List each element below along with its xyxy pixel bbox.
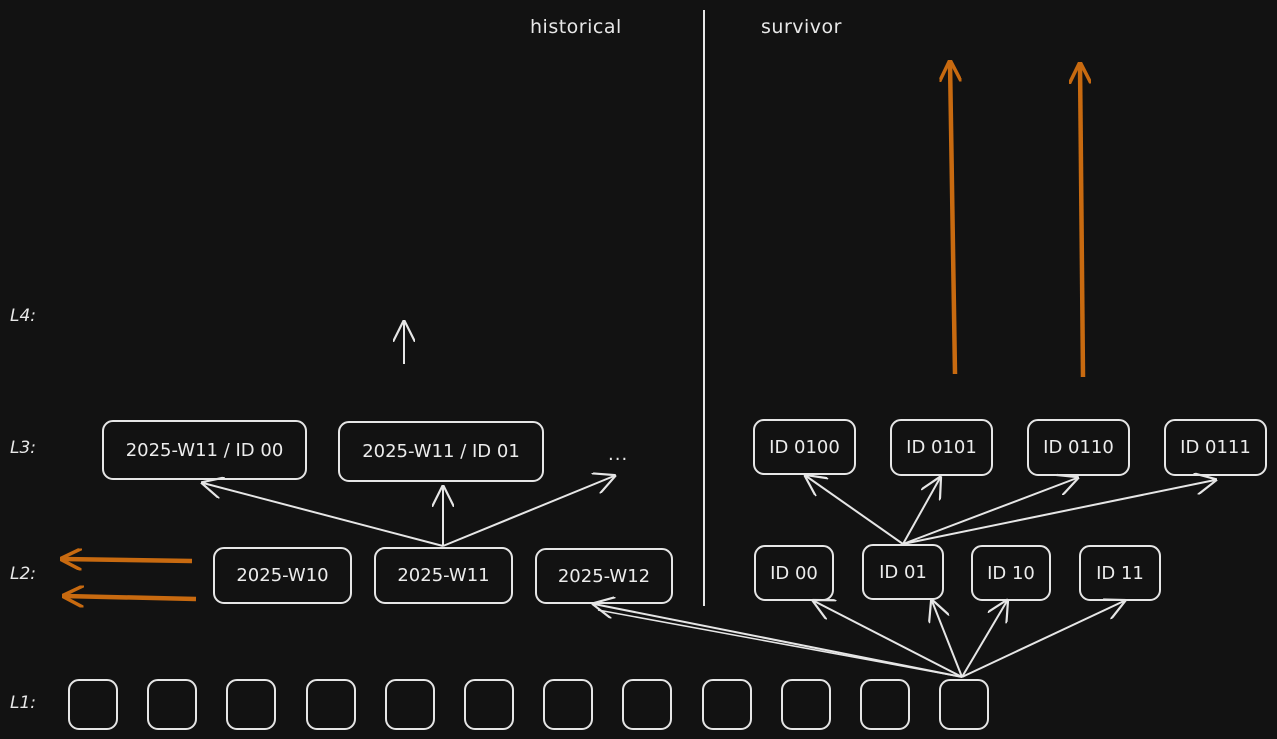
l1-node	[464, 679, 514, 730]
hist-l3-node-w11-id01: 2025-W11 / ID 01	[338, 421, 544, 482]
l1-node	[68, 679, 118, 730]
l1-node	[543, 679, 593, 730]
level-label-l1: L1:	[10, 693, 37, 713]
surv-l3-node-0101: ID 0101	[890, 419, 993, 476]
l1-node	[781, 679, 831, 730]
surv-l3-node-0100: ID 0100	[753, 419, 856, 475]
level-label-l3: L3:	[10, 438, 37, 458]
l1-node	[226, 679, 276, 730]
surv-l2-node-id01: ID 01	[862, 544, 944, 600]
l1-node	[860, 679, 910, 730]
l1-edge-to-id11	[961, 601, 1124, 678]
l1-edge-to-w12-b	[597, 609, 963, 678]
surv-edge-id01-to-0101	[902, 478, 940, 545]
surv-l2-node-id10: ID 10	[971, 545, 1051, 601]
hist-l3-more-ellipsis: ...	[608, 444, 629, 465]
surv-edge-id01-to-0111	[902, 480, 1215, 545]
l1-node	[939, 679, 989, 730]
surv-l3-node-0110: ID 0110	[1027, 419, 1130, 476]
section-label-survivor: survivor	[761, 16, 842, 38]
surv-l3-node-0111: ID 0111	[1164, 419, 1267, 476]
l1-edge-to-id01	[932, 601, 963, 678]
l1-edge-to-w12	[594, 604, 963, 678]
l1-node	[702, 679, 752, 730]
hist-l3-node-w11-id00: 2025-W11 / ID 00	[102, 420, 307, 480]
hist-edge-w11-to-more	[442, 476, 614, 547]
hist-l2-node-w12: 2025-W12	[535, 548, 673, 604]
surv-l2-node-id11: ID 11	[1079, 545, 1161, 601]
surv-edge-id01-to-0110	[902, 478, 1077, 545]
l1-edge-to-id00	[814, 601, 963, 678]
hist-edge-w11-to-id00	[203, 483, 444, 547]
l2-left-arrow-1	[62, 559, 193, 561]
l1-node	[306, 679, 356, 730]
l1-node	[147, 679, 197, 730]
survivor-up-arrow-2	[1080, 64, 1083, 378]
level-label-l2: L2:	[10, 564, 37, 584]
surv-edge-id01-to-0100	[806, 476, 904, 545]
l2-left-arrow-2	[64, 596, 197, 599]
section-label-historical: historical	[530, 16, 622, 38]
l1-node	[385, 679, 435, 730]
l1-node	[622, 679, 672, 730]
level-label-l4: L4:	[10, 306, 37, 326]
hist-l2-node-w10: 2025-W10	[213, 547, 352, 604]
l1-edge-to-id10	[961, 601, 1007, 678]
hist-l2-node-w11: 2025-W11	[374, 547, 513, 604]
surv-l2-node-id00: ID 00	[754, 545, 834, 601]
survivor-up-arrow-1	[950, 62, 955, 375]
